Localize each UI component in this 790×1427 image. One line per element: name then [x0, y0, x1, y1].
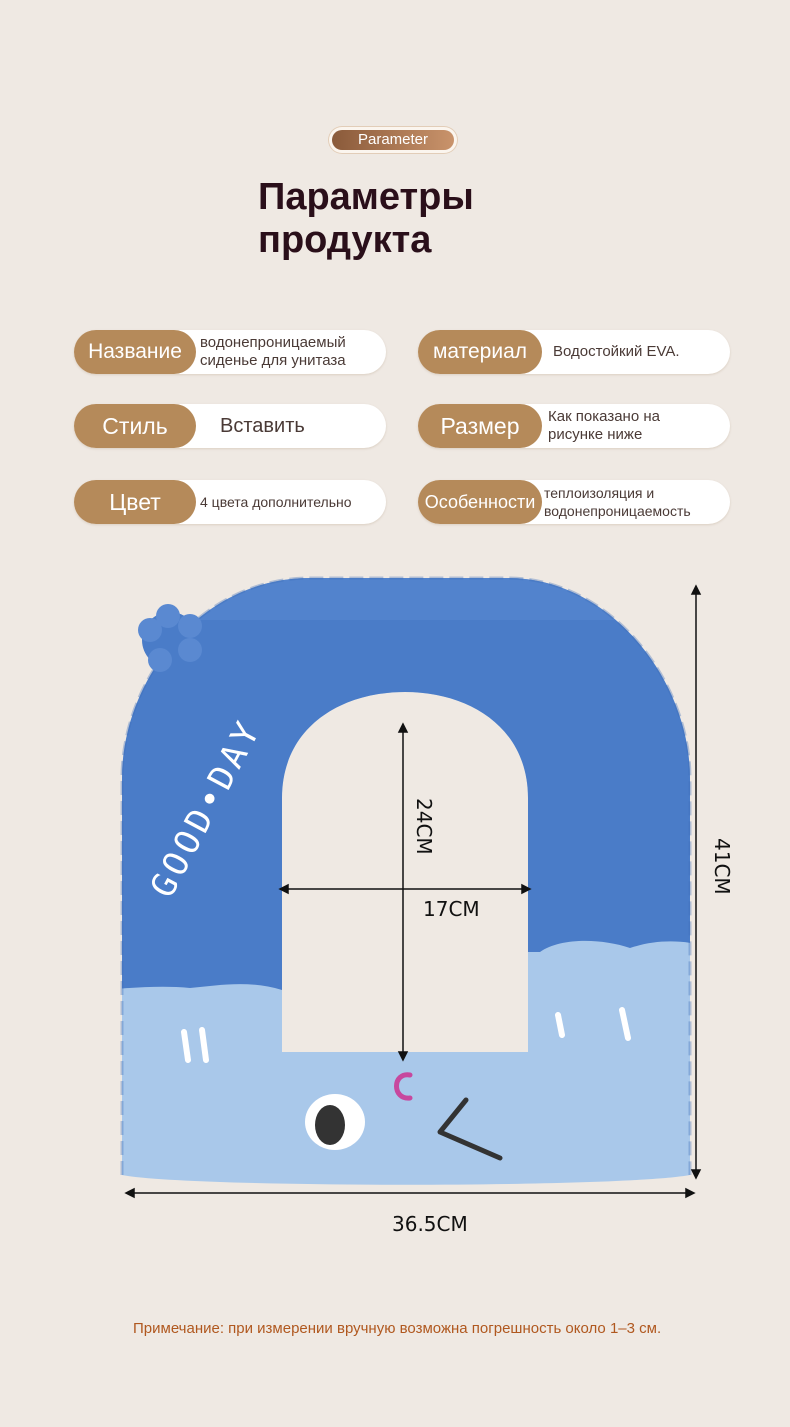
param-row-material: материал Водостойкий EVA. — [418, 330, 730, 374]
param-value-material: Водостойкий EVA. — [553, 343, 680, 360]
param-row-style: Стиль Вставить — [74, 404, 386, 448]
param-row-name: Название водонепроницаемый сиденье для у… — [74, 330, 386, 374]
param-label-color: Цвет — [74, 480, 196, 524]
param-value-features: теплоизоляция и водонепроницаемость — [544, 485, 691, 519]
dim-inner-height: 24CM — [412, 798, 436, 855]
title-line-2: продукта — [258, 219, 432, 261]
flower-knob — [138, 604, 202, 672]
parameter-badge: Parameter — [328, 126, 458, 154]
param-label-style: Стиль — [74, 404, 196, 448]
param-label-name: Название — [74, 330, 196, 374]
param-row-color: Цвет 4 цвета дополнительно — [74, 480, 386, 524]
param-value-style: Вставить — [220, 415, 305, 437]
param-label-features: Особенности — [418, 480, 542, 524]
param-value-size: Как показано на рисунке ниже — [548, 408, 660, 443]
parameter-badge-label: Parameter — [332, 130, 454, 150]
toilet-seat-illustration: GOOD•DAY — [120, 576, 702, 1199]
dim-outer-height: 41CM — [710, 838, 734, 895]
page-title: Параметры продукта — [258, 176, 474, 262]
param-label-material: материал — [418, 330, 542, 374]
param-row-size: Размер Как показано на рисунке ниже — [418, 404, 730, 448]
dim-inner-width: 17CM — [423, 897, 480, 921]
param-label-size: Размер — [418, 404, 542, 448]
dim-outer-width: 36.5CM — [392, 1212, 468, 1236]
param-row-features: Особенности теплоизоляция и водонепрониц… — [418, 480, 730, 524]
param-value-color: 4 цвета дополнительно — [200, 494, 352, 510]
title-line-1: Параметры — [258, 176, 474, 218]
measurement-note: Примечание: при измерении вручную возмож… — [133, 1320, 662, 1337]
dimension-lines — [124, 584, 702, 1199]
cartoon-face — [181, 1007, 631, 1161]
param-value-name: водонепроницаемый сиденье для унитаза — [200, 334, 346, 369]
